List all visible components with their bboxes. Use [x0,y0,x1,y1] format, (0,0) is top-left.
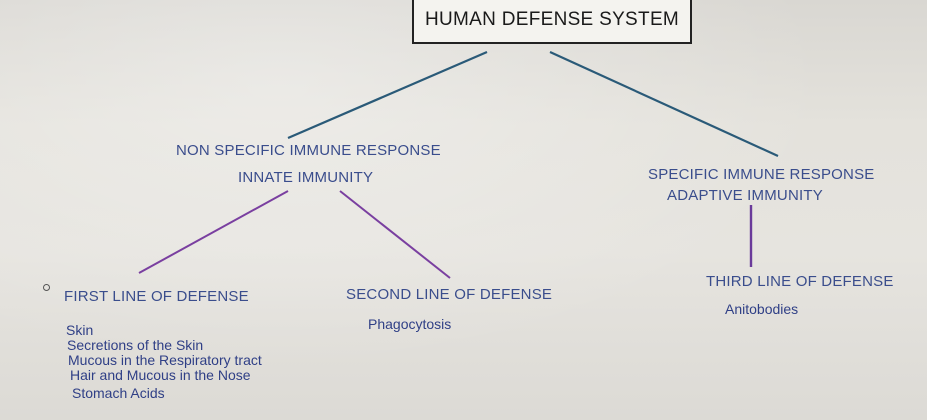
connector-title-to-nonspecific [287,50,488,140]
first-line-item: Skin [66,322,94,338]
nonspecific-heading: NON SPECIFIC IMMUNE RESPONSE [176,142,441,159]
first-line-item: Secretions of the Skin [67,337,204,353]
connector-title-to-specific [549,50,779,158]
first-line-heading: FIRST LINE OF DEFENSE [64,288,249,305]
first-line-item: Stomach Acids [72,385,165,401]
nonspecific-subheading: INNATE IMMUNITY [238,169,374,186]
first-line-item: Hair and Mucous in the Nose [70,367,251,383]
first-line-item: Mucous in the Respiratory tract [68,352,262,368]
third-line-heading: THIRD LINE OF DEFENSE [706,273,894,290]
specific-subheading: ADAPTIVE IMMUNITY [667,187,823,204]
diagram-title: HUMAN DEFENSE SYSTEM [424,9,680,30]
connector-innate-to-first-line [138,190,289,274]
second-line-item: Phagocytosis [368,316,452,332]
specific-heading: SPECIFIC IMMUNE RESPONSE [648,166,875,183]
third-line-item: Anitobodies [725,301,799,317]
title-box: HUMAN DEFENSE SYSTEM [412,0,692,44]
connector-innate-to-second-line [339,190,451,279]
second-line-heading: SECOND LINE OF DEFENSE [346,286,553,303]
stray-dot [43,284,50,291]
